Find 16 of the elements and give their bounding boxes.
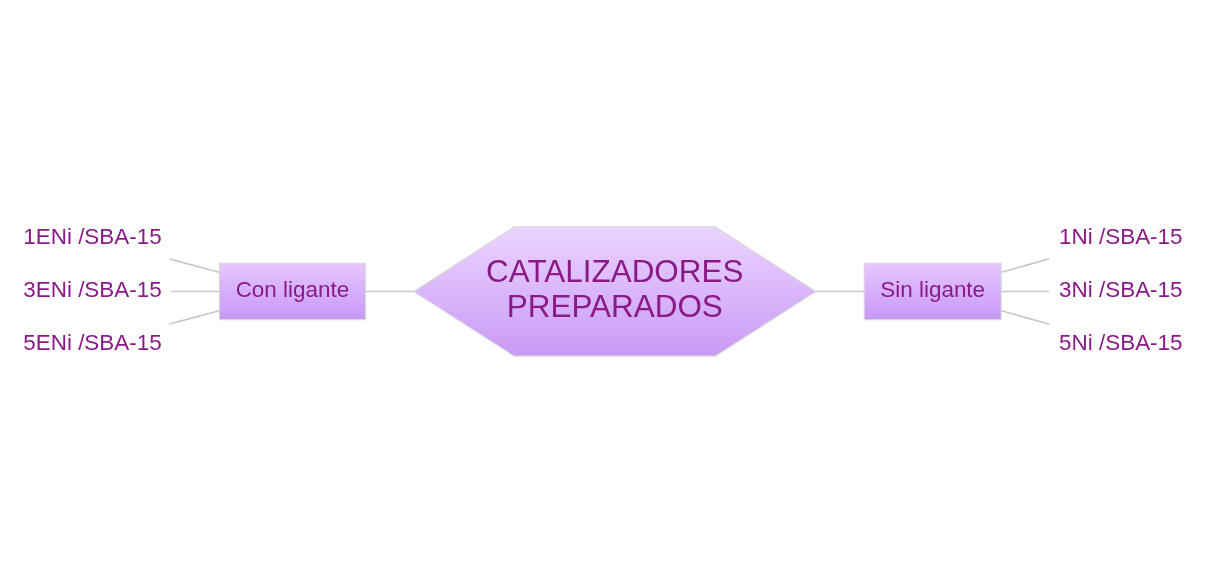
node-box: Con ligante xyxy=(218,262,366,321)
node-text: 5ENi /SBA-15 xyxy=(23,329,162,355)
node-text: 3ENi /SBA-15 xyxy=(23,277,162,303)
node-text: 5Ni /SBA-15 xyxy=(1059,329,1183,355)
node-box: Sin ligante xyxy=(863,262,1002,321)
connector xyxy=(815,290,865,293)
connector xyxy=(1000,290,1051,293)
connector xyxy=(364,290,415,293)
connector xyxy=(1000,257,1051,274)
node-text: 1Ni /SBA-15 xyxy=(1059,224,1183,250)
connector xyxy=(1000,309,1051,326)
node-text: 1ENi /SBA-15 xyxy=(23,224,162,250)
connector xyxy=(170,290,220,293)
connector xyxy=(168,258,221,274)
node-text: 3Ni /SBA-15 xyxy=(1059,277,1183,303)
connector xyxy=(168,309,221,325)
